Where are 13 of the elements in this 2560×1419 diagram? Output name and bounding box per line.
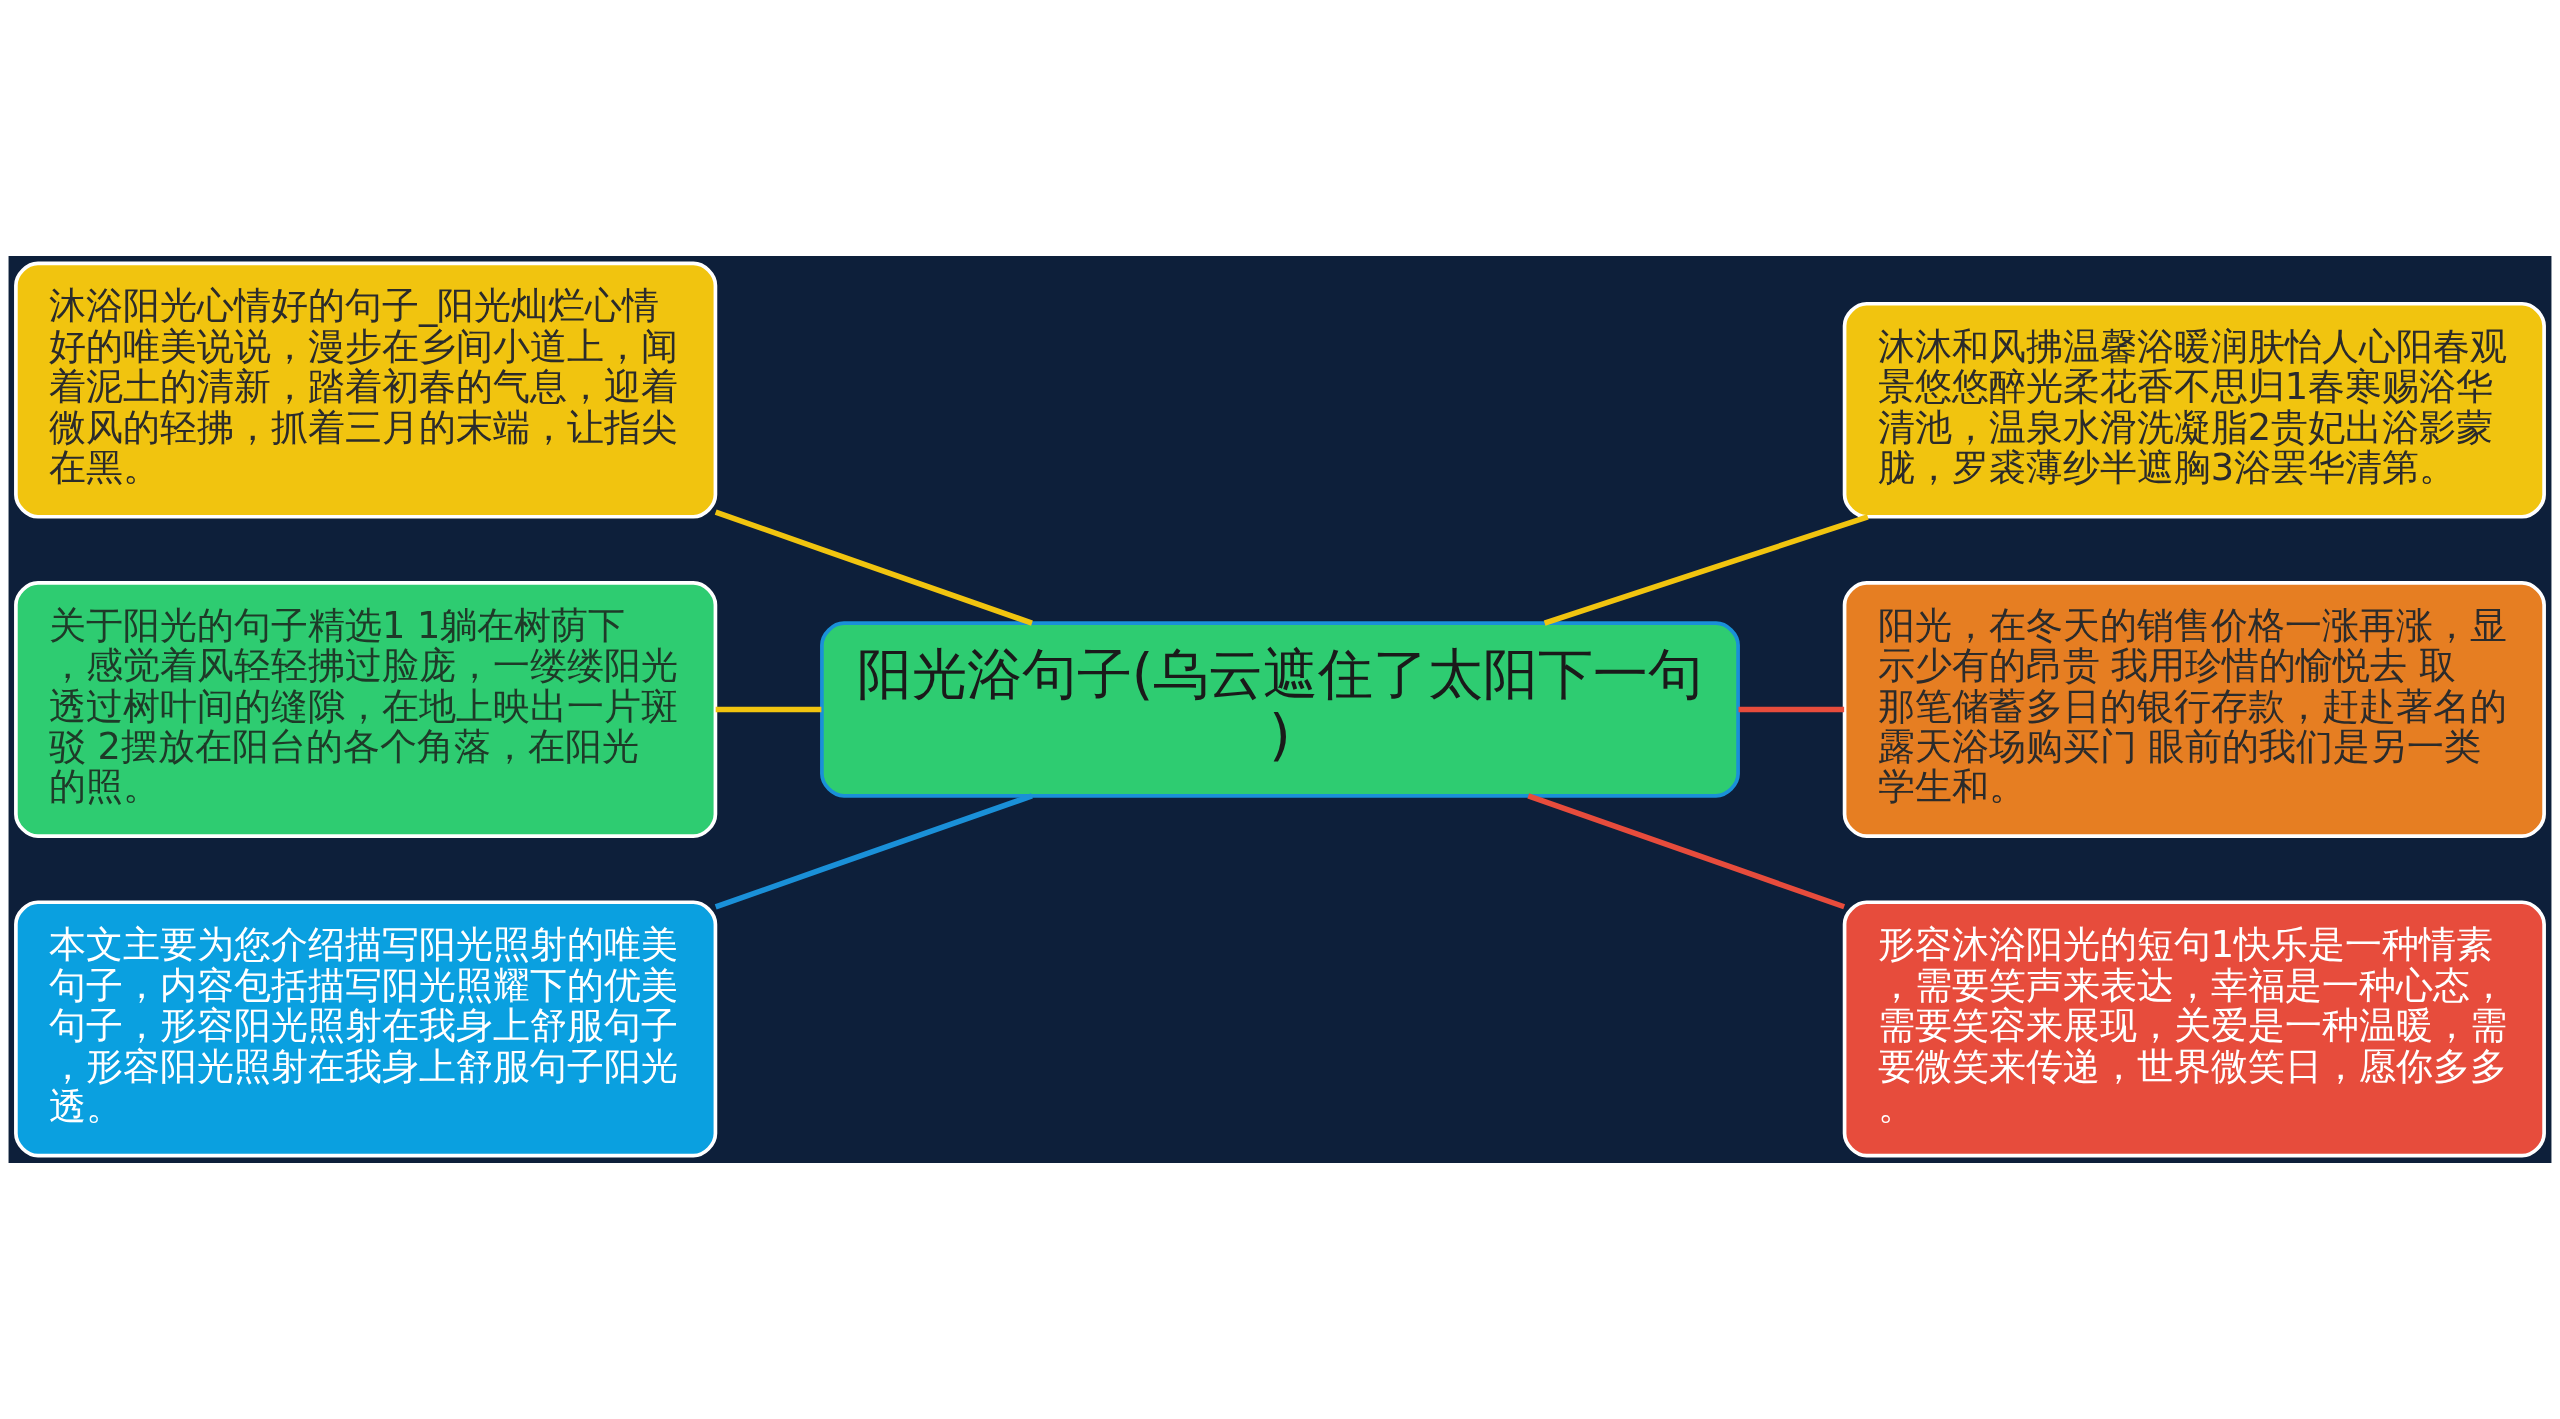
connector: [1527, 793, 1846, 910]
connector: [714, 793, 1033, 910]
node-box: 形容沐浴阳光的短句1快乐是一种情素，需要笑声来表达，幸福是一种心态，需要笑容来展现，关爱是一种温暖，需要微笑来传递，世界微笑日，愿你多多。: [1842, 900, 2546, 1158]
node-box: 阳光，在冬天的销售价格一涨再涨，显示少有的昂贵 我用珍惜的愉悦去 取那笔储蓄多日的银行存款，赶赴著名的露天浴场购买门 眼前的我们是另一类学生和。: [1842, 580, 2546, 839]
node-box: 关于阳光的句子精选1 1躺在树荫下，感觉着风轻轻拂过脸庞，一缕缕阳光透过树叶间的缝隙，在地上映出一片斑驳 2摆放在阳台的各个角落，在阳光的照。: [14, 580, 718, 839]
connector: [714, 509, 1033, 626]
connector: [715, 706, 822, 713]
connector: [1738, 706, 1845, 713]
node-box: 本文主要为您介绍描写阳光照射的唯美句子，内容包括描写阳光照耀下的优美句子，形容阳光照射在我身上舒服句子，形容阳光照射在我身上舒服句子阳光透。: [14, 900, 718, 1158]
node-box: 阳光浴句子(乌云遮住了太阳下一句): [820, 621, 1740, 798]
connector: [1543, 514, 1869, 626]
node-box: 沐沐和风拂温馨浴暖润肤怡人心阳春观景悠悠醉光柔花香不思归1春寒赐浴华清池，温泉水滑洗凝脂2贵妃出浴影蒙胧，罗裘薄纱半遮胸3浴罢华清第。: [1842, 301, 2546, 519]
node-box: 沐浴阳光心情好的句子_阳光灿烂心情好的唯美说说，漫步在乡间小道上，闻着泥土的清新，踏着初春的气息，迎着微风的轻拂，抓着三月的末端，让指尖在黑。: [14, 261, 718, 519]
